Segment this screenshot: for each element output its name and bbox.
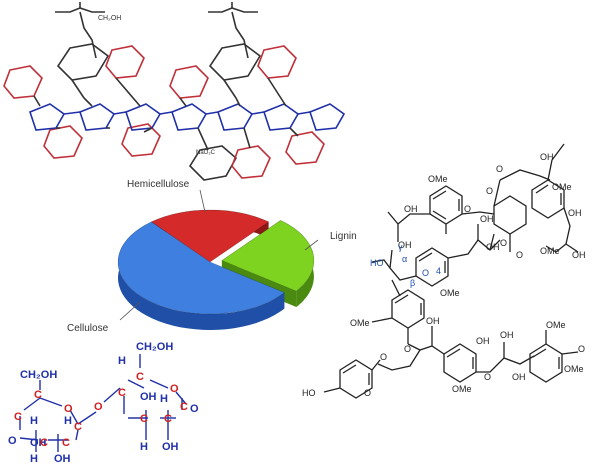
ring2-c3: C [140, 413, 148, 425]
ring1-oh2: OH [54, 453, 71, 465]
composition-pie-chart [117, 209, 315, 330]
ring2-ch2oh: CH₂OH [136, 341, 173, 353]
lignin-ho-blue: HO [370, 258, 384, 268]
ring1-ch2oh: CH₂OH [20, 369, 57, 381]
cellulose-bonds [19, 354, 187, 452]
ring1-h4: H [30, 415, 38, 427]
lignin-four: 4 [436, 266, 441, 276]
lignin-leader-line [304, 239, 319, 251]
lignin-ome-7: OMe [546, 320, 566, 330]
lignin-o-10: O [364, 388, 371, 398]
ring2-o5: O [170, 383, 179, 395]
lignin-structure: OMe O O O OH OMe OH OMe OH O OH OH OH OH… [302, 143, 586, 399]
side-ring-red-6 [121, 123, 161, 157]
pie-slice-lignin [221, 220, 315, 292]
side-ring-red-7 [231, 145, 271, 179]
lignin-oh-10: OH [500, 330, 514, 340]
cellulose-leader-line [119, 301, 141, 321]
ring1-c2: C [62, 437, 70, 449]
ring2-oh3: OH [140, 391, 157, 403]
lignin-oh-7: OH [486, 242, 500, 252]
lignin-label: Lignin [330, 231, 357, 242]
lignin-oh-9: OH [476, 336, 490, 346]
glycosidic-o: O [94, 401, 103, 413]
xylan-backbone [29, 103, 346, 131]
ring1-ho: O [8, 435, 17, 447]
ring1-c4: C [14, 411, 22, 423]
ring2-c4: C [118, 387, 126, 399]
lignin-ome-5: OMe [350, 318, 370, 328]
acetyl-group-right [208, 2, 258, 59]
lignin-o-blue: O [422, 268, 429, 278]
cellulose-label: Cellulose [67, 323, 109, 334]
ring1-h3: H [30, 453, 38, 465]
ring1-c1: C [74, 421, 82, 433]
ring2-terminal-o: O [190, 403, 199, 415]
lignin-ome-1: OMe [428, 174, 448, 184]
lignin-oh-4: OH [404, 204, 418, 214]
lignin-ome-4: OMe [440, 288, 460, 298]
ring1-o5: O [64, 403, 73, 415]
lignin-ome-6: OMe [452, 384, 472, 394]
hemicellulose-label: Hemicellulose [127, 179, 190, 190]
cellulose-structure: CH₂OH C O C C H H O OH C C H OH OH O CH₂… [8, 341, 199, 465]
side-ring-red-5 [43, 125, 83, 159]
cellulose-ch2oh-label-left: CH₂OH [98, 15, 121, 22]
lignin-beta: β [410, 278, 415, 288]
side-ring-black-1 [56, 43, 110, 99]
side-ring-black-3 [188, 145, 238, 181]
ring2-h1: H [160, 393, 168, 405]
ring2-c5: C [136, 371, 144, 383]
side-ring-red-1 [3, 65, 43, 99]
lignin-o-8: O [484, 372, 491, 382]
lignin-oh-8: OH [426, 316, 440, 326]
pie-slice-hemicellulose [150, 209, 270, 263]
lignin-o-5: O [500, 238, 507, 248]
lignin-oh-2: OH [568, 208, 582, 218]
lignin-blue-labels: HO α β γ 4 O [370, 242, 441, 288]
lignin-alpha: α [402, 254, 407, 264]
lignin-ome-3: OMe [540, 246, 560, 256]
ring2-c1: C [180, 401, 188, 413]
lignin-ho-bottom: HO [302, 388, 316, 398]
ring1-c6: C [34, 389, 42, 401]
ring1-h1: H [64, 415, 72, 427]
lignin-gamma: γ [398, 242, 403, 252]
side-ring-black-2 [208, 43, 262, 99]
lignin-o-2: O [486, 186, 493, 196]
ring2-c2: C [164, 413, 172, 425]
lignin-o-7: O [380, 352, 387, 362]
lignin-o-1: O [464, 204, 471, 214]
lignin-ome-2: OMe [552, 182, 572, 192]
lignin-ome-8: OMe [564, 364, 584, 374]
side-ring-red-2 [105, 45, 145, 79]
hemicellulose-leader-line [199, 189, 206, 213]
side-ring-red-8 [285, 131, 325, 165]
ring2-h3: H [140, 441, 148, 453]
ring2-oh2: OH [162, 441, 179, 453]
side-ring-red-3 [169, 65, 209, 99]
acetyl-group-left: CH₂OH [55, 2, 121, 59]
ring1-oh3: OH [30, 437, 47, 449]
lignin-labels: OMe O O O OH OMe OH OMe OH O OH OH OH OH… [302, 152, 586, 398]
pie-slice-cellulose [117, 221, 285, 315]
side-ring-red-4 [257, 45, 297, 79]
hemicellulose-structure: CH₂OH [3, 2, 346, 181]
lignin-oh-top: OH [540, 152, 554, 162]
lignin-o-3: O [496, 164, 503, 174]
lignin-o-9: O [578, 344, 585, 354]
lignin-oh-6: OH [480, 214, 494, 224]
lignin-oh-3: OH [572, 250, 586, 260]
pie-labels: Hemicellulose Lignin Cellulose [67, 179, 357, 334]
lignin-o-4: O [516, 250, 523, 260]
lignin-oh-11: OH [512, 372, 526, 382]
lignin-oh-5: OH [398, 240, 412, 250]
lignin-bonds [323, 143, 579, 399]
naoc-label: NaO₂C [196, 150, 216, 156]
ring2-h5: H [118, 355, 126, 367]
glycosidic-links [33, 77, 299, 151]
ring1-c3: C [40, 437, 48, 449]
lignin-o-6: O [404, 344, 411, 354]
